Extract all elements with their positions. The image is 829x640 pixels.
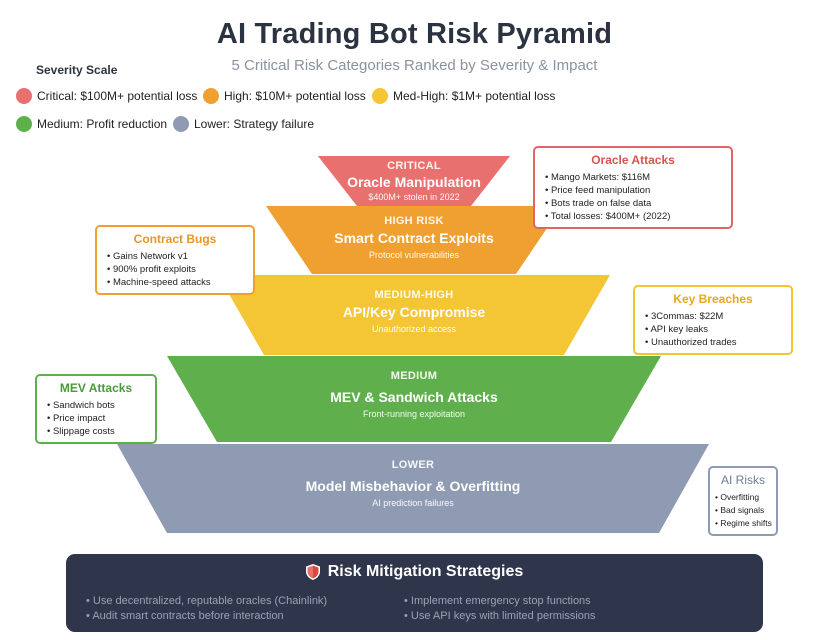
legend-dot-critical <box>16 88 32 104</box>
legend-text: Medium: Profit reduction <box>37 117 168 131</box>
list-item: 3Commas: $22M <box>645 310 781 323</box>
tier-high: HIGH RISK Smart Contract Exploits Protoc… <box>266 206 562 274</box>
callout-title: MEV Attacks <box>59 381 133 395</box>
legend-text: Med-High: $1M+ potential loss <box>393 89 556 103</box>
legend-dot-lower <box>173 116 189 132</box>
list-item: Unauthorized trades <box>645 336 781 349</box>
list-item: API key leaks <box>645 323 781 336</box>
tier-level: CRITICAL <box>387 160 441 172</box>
list-item: Overfitting <box>715 491 771 504</box>
list-item: Price impact <box>47 412 145 425</box>
mitigation-title: Risk Mitigation Strategies <box>327 563 524 580</box>
tier-level: MEDIUM <box>390 370 438 382</box>
tier-level: HIGH RISK <box>384 215 444 227</box>
tier-name: Model Misbehavior & Overfitting <box>305 478 521 494</box>
mitigation-header: Risk Mitigation Strategies <box>66 563 763 581</box>
list-item: Total losses: $400M+ (2022) <box>545 210 721 223</box>
tier-critical-shape <box>318 156 510 206</box>
list-item: Mango Markets: $116M <box>545 171 721 184</box>
legend-item-critical: Critical: $100M+ potential loss <box>16 88 197 104</box>
tier-desc: AI prediction failures <box>372 498 454 508</box>
legend-dot-high <box>203 88 219 104</box>
tier-medium: MEDIUM MEV & Sandwich Attacks Front-runn… <box>167 356 661 442</box>
severity-scale-label: Severity Scale <box>36 63 118 77</box>
tier-name: MEV & Sandwich Attacks <box>330 389 498 405</box>
legend-item-med-high: Med-High: $1M+ potential loss <box>372 88 555 104</box>
mitigation-panel: Risk Mitigation Strategies Use decentral… <box>66 554 763 632</box>
mitigation-list-right: Implement emergency stop functions Use A… <box>404 594 596 624</box>
callout-oracle-attacks: Oracle Attacks Mango Markets: $116M Pric… <box>533 146 733 229</box>
shield-icon <box>305 564 320 580</box>
callout-title: AI Risks <box>720 473 765 487</box>
tier-medium-high: MEDIUM-HIGH API/Key Compromise Unauthori… <box>218 275 610 355</box>
legend-item-medium: Medium: Profit reduction <box>16 116 167 132</box>
tier-name: Smart Contract Exploits <box>334 230 494 246</box>
callout-key-breaches: Key Breaches 3Commas: $22M API key leaks… <box>633 285 793 355</box>
tier-critical: CRITICAL Oracle Manipulation $400M+ stol… <box>318 156 510 206</box>
list-item: Gains Network v1 <box>107 250 243 263</box>
list-item: Machine-speed attacks <box>107 276 243 289</box>
tier-desc: Unauthorized access <box>371 324 457 334</box>
tier-name: Oracle Manipulation <box>347 174 481 190</box>
callout-title: Oracle Attacks <box>591 153 675 167</box>
list-item: Implement emergency stop functions <box>404 594 596 609</box>
legend-dot-medium <box>16 116 32 132</box>
list-item: Audit smart contracts before interaction <box>86 609 327 624</box>
list-item: Slippage costs <box>47 425 145 438</box>
legend-dot-med-high <box>372 88 388 104</box>
callout-title: Key Breaches <box>673 292 753 306</box>
list-item: Sandwich bots <box>47 399 145 412</box>
mitigation-list-left: Use decentralized, reputable oracles (Ch… <box>86 594 327 624</box>
tier-lower: LOWER Model Misbehavior & Overfitting AI… <box>117 444 709 533</box>
callout-mev-attacks: MEV Attacks Sandwich bots Price impact S… <box>35 374 157 444</box>
legend-item-high: High: $10M+ potential loss <box>203 88 366 104</box>
tier-desc: Front-running exploitation <box>362 409 466 419</box>
callout-title: Contract Bugs <box>133 232 217 246</box>
callout-ai-risks: AI Risks Overfitting Bad signals Regime … <box>708 466 778 536</box>
list-item: Use decentralized, reputable oracles (Ch… <box>86 594 327 609</box>
list-item: Price feed manipulation <box>545 184 721 197</box>
page-title: AI Trading Bot Risk Pyramid <box>216 18 613 50</box>
tier-desc: $400M+ stolen in 2022 <box>368 192 460 202</box>
legend-text: High: $10M+ potential loss <box>224 89 366 103</box>
list-item: Bots trade on false data <box>545 197 721 210</box>
legend-text: Critical: $100M+ potential loss <box>37 89 198 103</box>
tier-high-shape <box>266 206 562 274</box>
tier-medium-shape <box>167 356 661 442</box>
legend-item-lower: Lower: Strategy failure <box>173 116 314 132</box>
legend-text: Lower: Strategy failure <box>194 117 315 131</box>
callout-contract-bugs: Contract Bugs Gains Network v1 900% prof… <box>95 225 255 295</box>
tier-lower-shape <box>117 444 709 533</box>
page-subtitle: 5 Critical Risk Categories Ranked by Sev… <box>231 57 598 74</box>
list-item: Use API keys with limited permissions <box>404 609 596 624</box>
list-item: Regime shifts <box>715 517 772 530</box>
tier-level: LOWER <box>391 459 435 471</box>
tier-medium-high-shape <box>218 275 610 355</box>
tier-level: MEDIUM-HIGH <box>374 289 454 301</box>
list-item: 900% profit exploits <box>107 263 243 276</box>
tier-name: API/Key Compromise <box>342 304 486 320</box>
tier-desc: Protocol vulnerabilities <box>368 250 460 260</box>
list-item: Bad signals <box>715 504 771 517</box>
